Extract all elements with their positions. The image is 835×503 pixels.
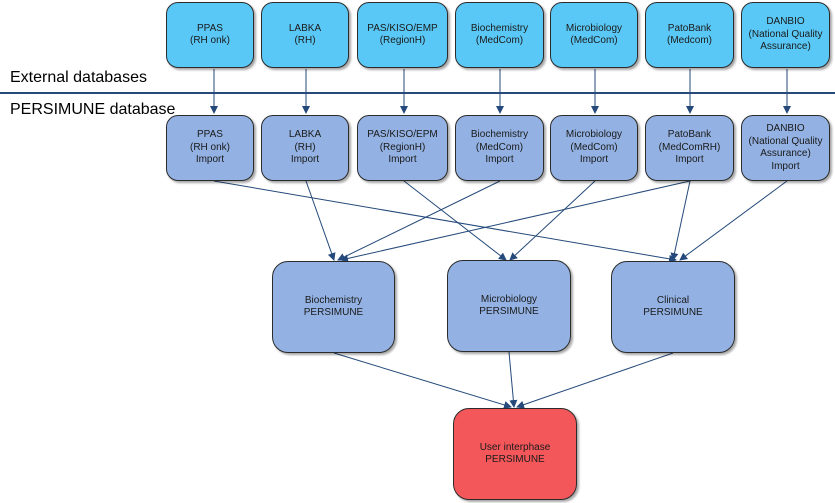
microbiology-persimune-text: Microbiology PERSIMUNE xyxy=(479,293,539,318)
import-biochemistry-text: Biochemistry (MedCom) Import xyxy=(470,129,529,166)
arrow-ppas-to-clinical xyxy=(213,180,677,263)
microbiology-persimune-box: Microbiology PERSIMUNE xyxy=(447,260,571,352)
import-ppas-box: PPAS (RH onk) Import xyxy=(166,115,254,181)
external-ppas-text: PPAS (RH onk) xyxy=(189,22,230,47)
external-ppas-box: PPAS (RH onk) xyxy=(166,2,254,68)
arrow-biochem-to-user xyxy=(333,352,512,409)
external-pas-kiso-emp-box: PAS/KISO/EMP (RegionH) xyxy=(357,2,448,68)
arrow-pas-to-micro xyxy=(403,180,507,261)
biochemistry-persimune-text: Biochemistry PERSIMUNE xyxy=(303,294,364,319)
external-labka-box: LABKA (RH) xyxy=(261,2,349,68)
arrow-pato-to-clinical xyxy=(670,180,691,261)
external-labka-text: LABKA (RH) xyxy=(288,22,322,47)
import-biochemistry-box: Biochemistry (MedCom) Import xyxy=(455,115,544,181)
external-biochemistry-box: Biochemistry (MedCom) xyxy=(455,2,544,68)
arrow-micro-to-micro xyxy=(509,180,596,261)
external-danbio-text: DANBIO (National Quality Assurance) xyxy=(748,16,823,53)
import-pas-kiso-epm-box: PAS/KISO/EPM (RegionH) Import xyxy=(357,115,448,181)
biochemistry-persimune-box: Biochemistry PERSIMUNE xyxy=(272,261,395,353)
import-danbio-box: DANBIO (National Quality Assurance) Impo… xyxy=(741,115,830,181)
import-danbio-text: DANBIO (National Quality Assurance) Impo… xyxy=(748,123,823,172)
import-labka-box: LABKA (RH) Import xyxy=(261,115,349,181)
external-microbiology-box: Microbiology (MedCom) xyxy=(550,2,638,68)
external-patobank-box: PatoBank (Medcom) xyxy=(645,2,734,68)
arrow-clinical-to-user xyxy=(516,352,674,409)
arrow-labka-to-biochem xyxy=(305,180,336,261)
arrow-biochem-to-biochem xyxy=(337,180,501,261)
arrow-micro-to-user xyxy=(508,351,518,408)
user-interphase-text: User interphase PERSIMUNE xyxy=(479,441,551,466)
external-databases-label: External databases xyxy=(10,69,147,86)
import-pas-kiso-epm-text: PAS/KISO/EPM (RegionH) Import xyxy=(367,129,438,166)
import-labka-text: LABKA (RH) Import xyxy=(288,129,322,166)
import-microbiology-box: Microbiology (MedCom) Import xyxy=(550,115,638,181)
external-danbio-box: DANBIO (National Quality Assurance) xyxy=(741,2,830,68)
import-patobank-box: PatoBank (MedComRH) Import xyxy=(645,115,734,181)
external-pas-kiso-emp-text: PAS/KISO/EMP (RegionH) xyxy=(367,22,438,47)
clinical-persimune-box: Clinical PERSIMUNE xyxy=(611,261,735,353)
arrow-pato-to-biochem xyxy=(340,180,691,263)
import-patobank-text: PatoBank (MedComRH) Import xyxy=(658,129,721,166)
import-ppas-text: PPAS (RH onk) Import xyxy=(189,129,230,166)
arrow-danbio-to-clinical xyxy=(679,180,788,261)
persimune-database-label: PERSIMUNE database xyxy=(10,101,176,118)
external-microbiology-text: Microbiology (MedCom) xyxy=(565,22,623,47)
external-biochemistry-text: Biochemistry (MedCom) xyxy=(470,22,529,47)
external-patobank-text: PatoBank (Medcom) xyxy=(666,22,712,47)
user-interphase-box: User interphase PERSIMUNE xyxy=(453,408,577,500)
import-microbiology-text: Microbiology (MedCom) Import xyxy=(565,129,623,166)
clinical-persimune-text: Clinical PERSIMUNE xyxy=(643,294,703,319)
